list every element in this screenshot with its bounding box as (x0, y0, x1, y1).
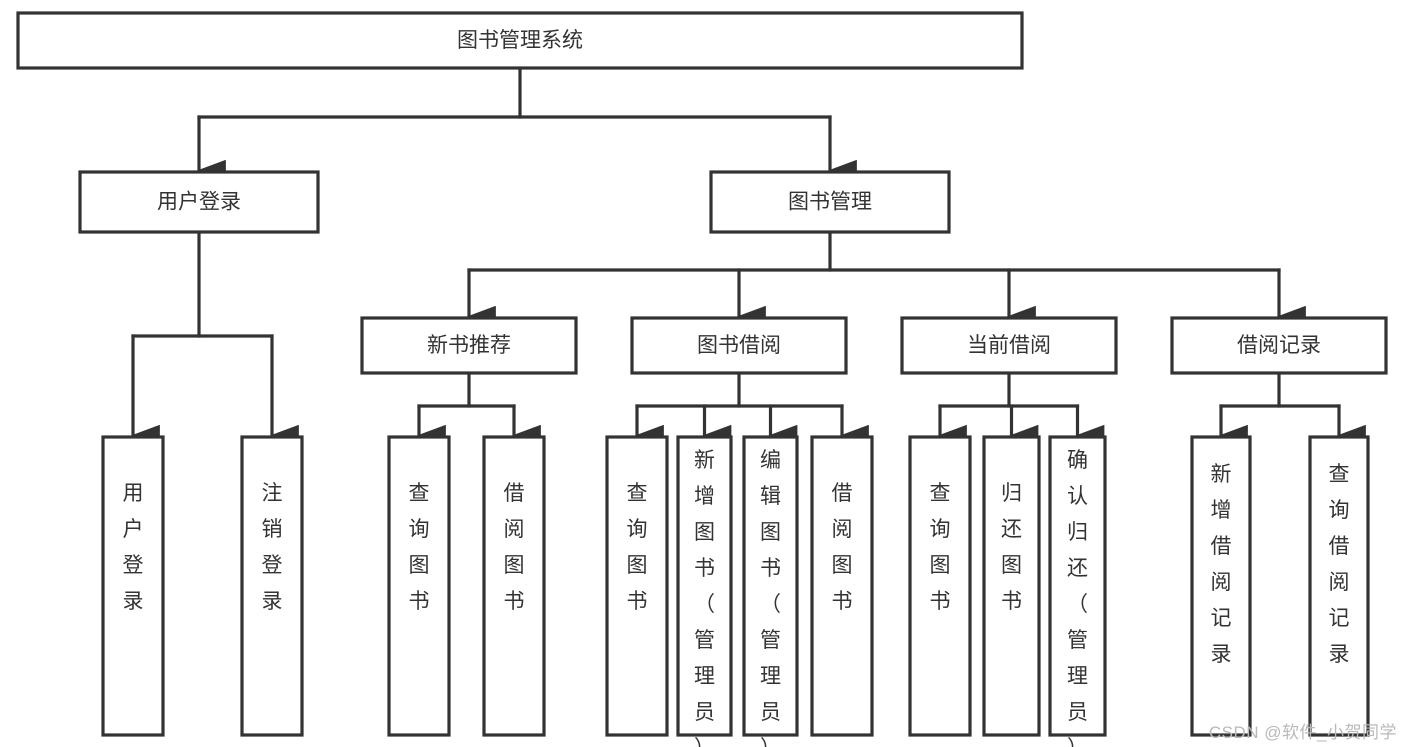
node-rect[interactable] (605, 435, 669, 737)
node-label: 归还图书 (1001, 482, 1022, 613)
node-rect[interactable] (676, 435, 733, 737)
node-rect[interactable] (387, 435, 451, 737)
node-label: 新增借阅记录 (1211, 463, 1232, 666)
connector-group-book-borrow (635, 371, 869, 446)
node-label: 查询图书 (409, 482, 430, 613)
connector-group-root (197, 66, 857, 181)
node-leaf-query-record[interactable]: 查询借阅记录 (1308, 435, 1370, 737)
node-label: 当前借阅 (967, 334, 1051, 357)
node-boxes: 图书管理系统用户登录图书管理新书推荐图书借阅当前借阅借阅记录用户登录注销登录查询… (16, 11, 1388, 747)
node-borrow-record[interactable]: 借阅记录 (1170, 316, 1388, 375)
node-label: 借阅记录 (1237, 334, 1321, 357)
node-leaf-query-book-cb[interactable]: 查询图书 (908, 435, 972, 737)
node-leaf-logout[interactable]: 注销登录 (240, 435, 304, 737)
node-rect[interactable] (982, 435, 1041, 737)
node-label: 查询借阅记录 (1329, 463, 1350, 666)
node-rect[interactable] (482, 435, 546, 737)
node-rect[interactable] (101, 435, 165, 737)
node-current-borrow[interactable]: 当前借阅 (900, 316, 1118, 375)
connector-lines (131, 66, 1366, 446)
node-label: 用户登录 (123, 482, 144, 613)
node-label: 新增图书（管理员） (694, 449, 715, 747)
node-leaf-query-book-rec[interactable]: 查询图书 (387, 435, 451, 737)
node-leaf-return-book[interactable]: 归还图书 (982, 435, 1041, 737)
node-leaf-add-record[interactable]: 新增借阅记录 (1190, 435, 1252, 737)
node-label: 借阅图书 (504, 482, 525, 613)
node-book-borrow[interactable]: 图书借阅 (630, 316, 848, 375)
connector-group-borrow-record (1219, 371, 1366, 446)
node-rect[interactable] (78, 170, 320, 234)
csdn-watermark: CSDN @软件_小贺同学 (1208, 723, 1397, 742)
node-rect[interactable] (1048, 435, 1107, 737)
node-label: 用户登录 (157, 191, 241, 214)
node-user-login[interactable]: 用户登录 (78, 170, 320, 234)
node-label: 查询图书 (627, 482, 648, 613)
node-rect[interactable] (630, 316, 848, 375)
node-leaf-user-login[interactable]: 用户登录 (101, 435, 165, 737)
node-rect[interactable] (1170, 316, 1388, 375)
node-leaf-query-book-br[interactable]: 查询图书 (605, 435, 669, 737)
node-rect[interactable] (1308, 435, 1370, 737)
node-label: 借阅图书 (832, 482, 853, 613)
node-label: 图书管理 (788, 191, 872, 214)
node-book-manage[interactable]: 图书管理 (709, 170, 951, 234)
node-label: 注销登录 (262, 482, 283, 613)
node-root-图书管理系统[interactable]: 图书管理系统 (16, 11, 1024, 70)
node-new-book-rec[interactable]: 新书推荐 (360, 316, 578, 375)
node-rect[interactable] (240, 435, 304, 737)
node-rect[interactable] (16, 11, 1024, 70)
node-rect[interactable] (900, 316, 1118, 375)
node-rect[interactable] (709, 170, 951, 234)
node-leaf-borrow-book-rec[interactable]: 借阅图书 (482, 435, 546, 737)
node-label: 图书管理系统 (457, 29, 583, 52)
node-rect[interactable] (742, 435, 799, 737)
node-label: 新书推荐 (427, 334, 511, 357)
connector-group-user-login (131, 230, 299, 446)
node-rect[interactable] (360, 316, 578, 375)
node-rect[interactable] (908, 435, 972, 737)
node-leaf-borrow-book-br[interactable]: 借阅图书 (810, 435, 874, 737)
node-label: 编辑图书（管理员） (760, 449, 781, 747)
node-rect[interactable] (1190, 435, 1252, 737)
connector-group-book-manage (467, 230, 1306, 327)
node-leaf-confirm-return[interactable]: 确认归还（管理员） (1048, 435, 1107, 747)
node-leaf-add-book[interactable]: 新增图书（管理员） (676, 435, 733, 747)
node-label: 查询图书 (930, 482, 951, 613)
node-label: 确认归还（管理员） (1067, 449, 1088, 747)
connector-group-current-borrow (938, 371, 1105, 446)
node-rect[interactable] (810, 435, 874, 737)
node-label: 图书借阅 (697, 334, 781, 357)
node-leaf-edit-book[interactable]: 编辑图书（管理员） (742, 435, 799, 747)
connector-group-new-book-rec (417, 371, 541, 446)
